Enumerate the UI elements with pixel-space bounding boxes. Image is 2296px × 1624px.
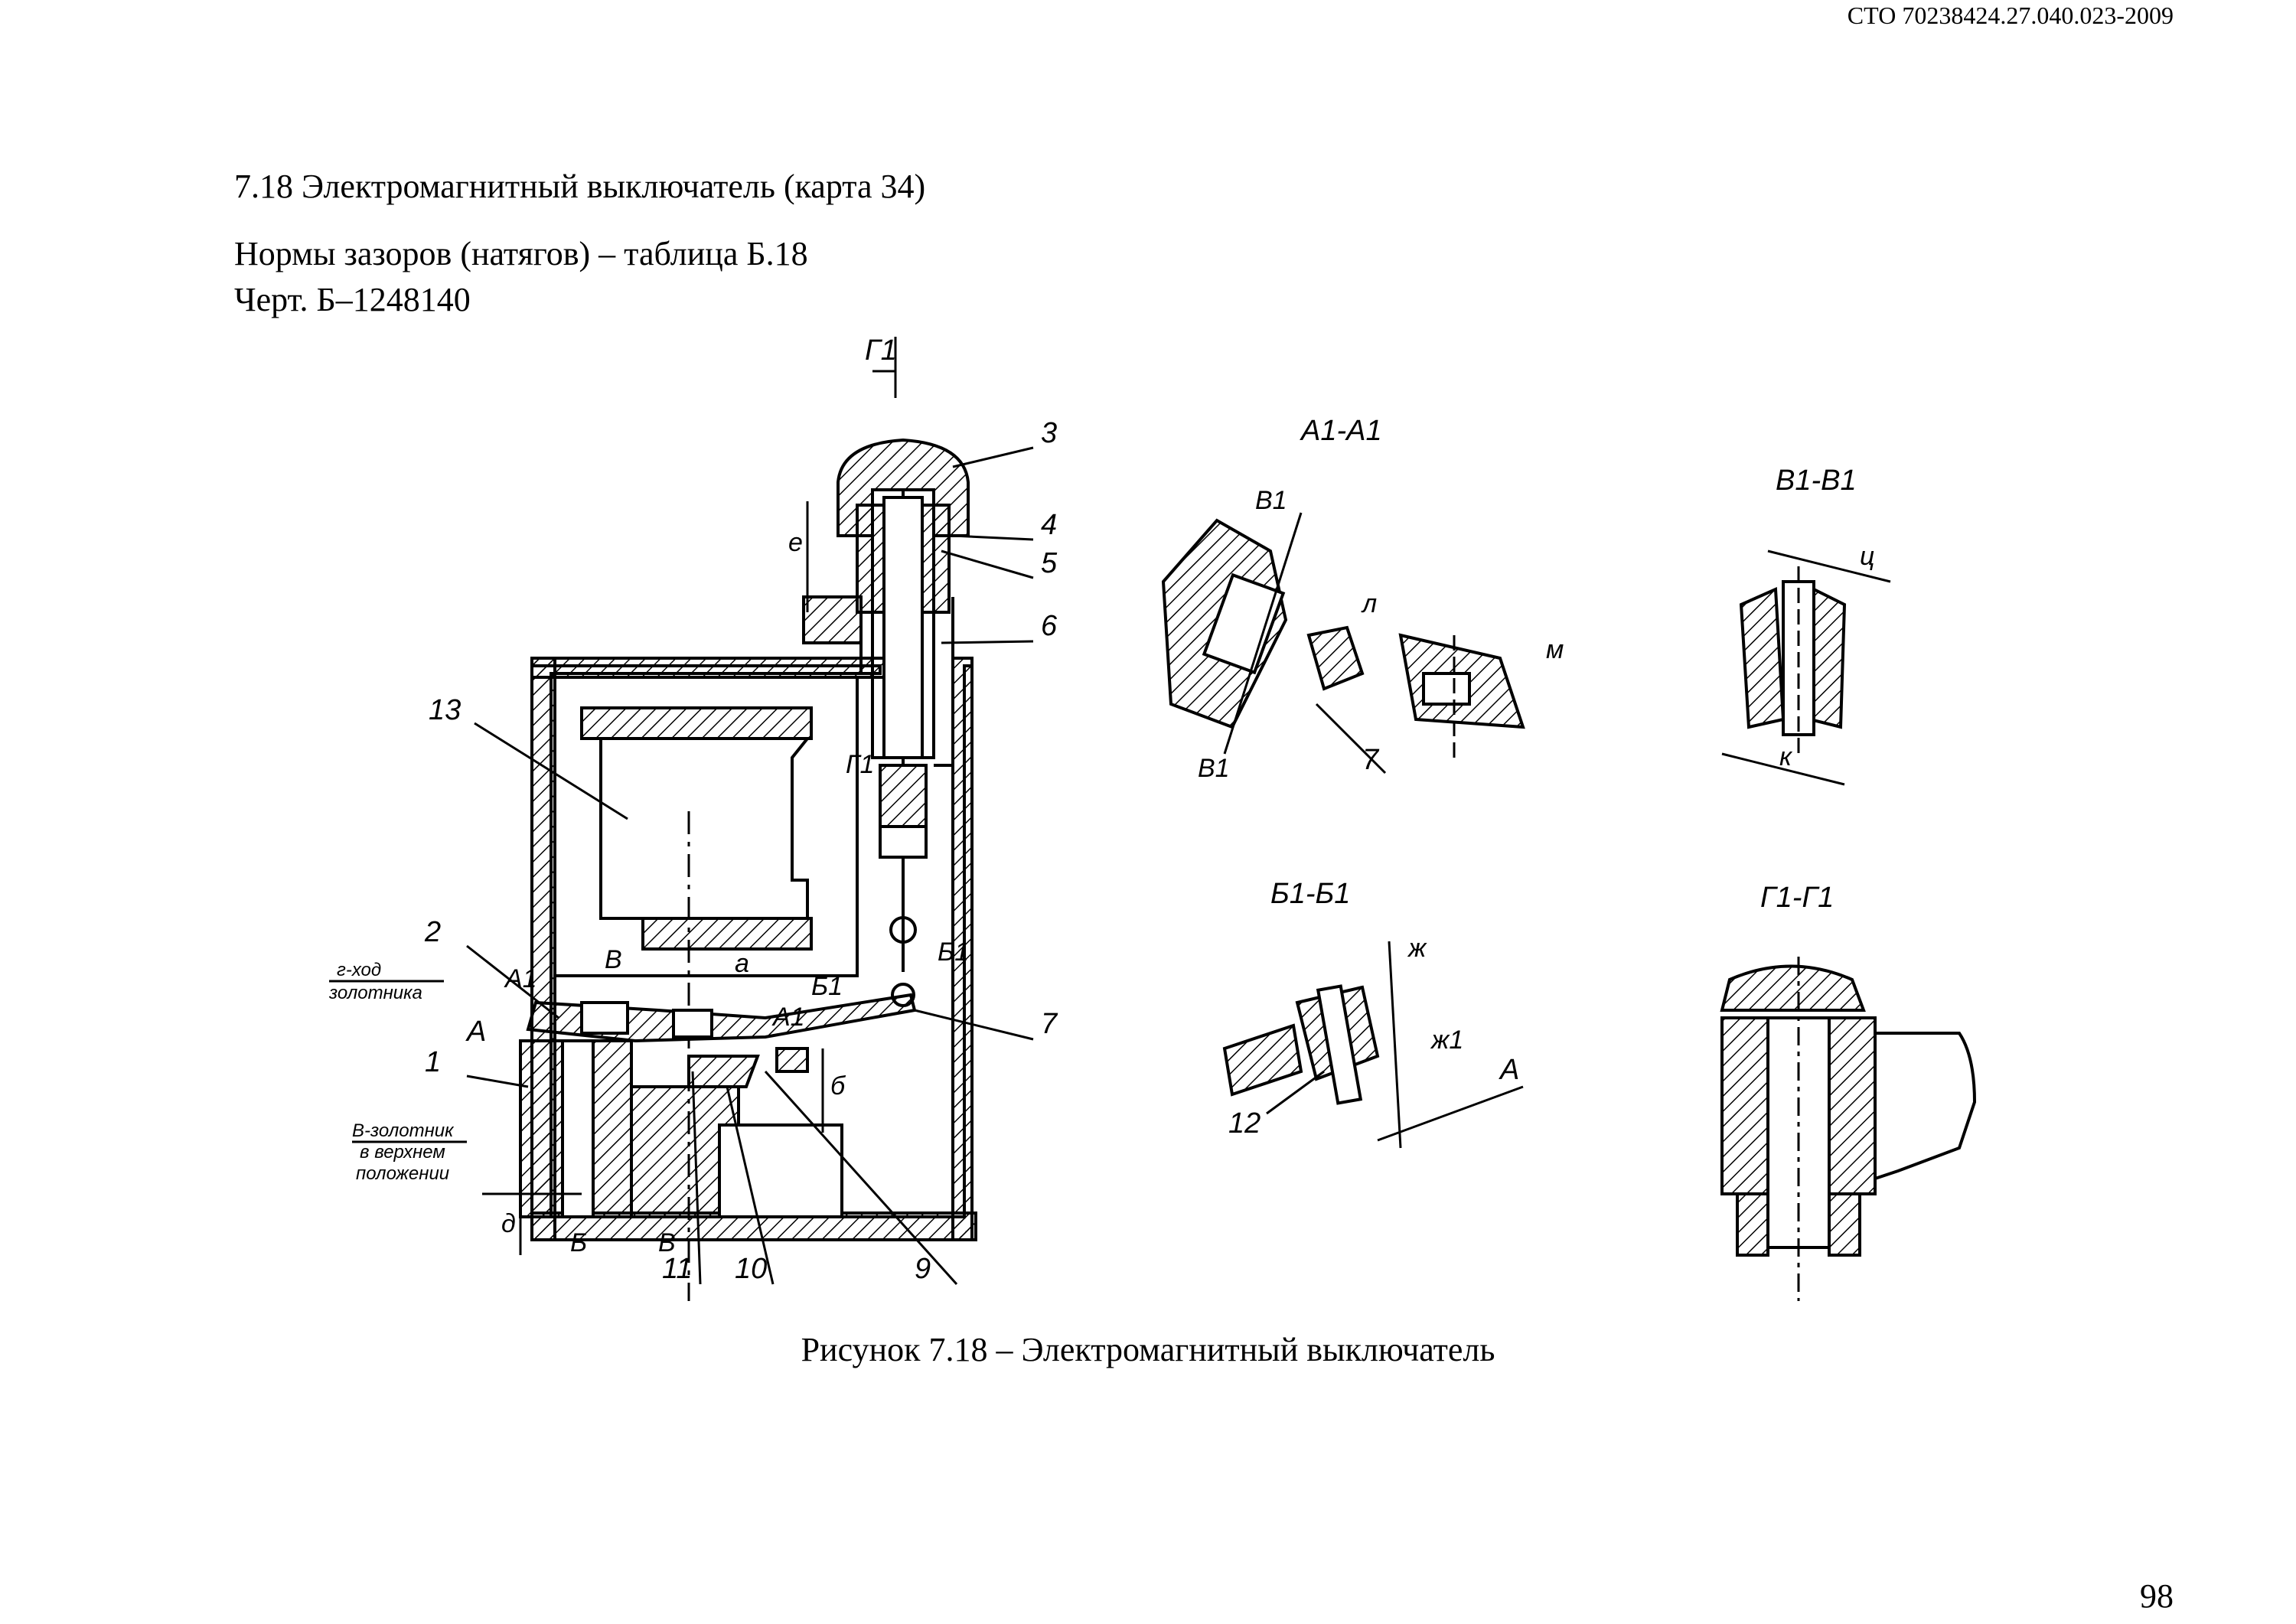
page-number: 98 [2140, 1577, 2174, 1615]
document-code: СТО 70238424.27.040.023-2009 [1847, 2, 2174, 29]
dimension-l: л [1361, 589, 1377, 618]
section-v1-v1: В1-В1 ц к [1721, 465, 1891, 786]
cut-mark-a: А [465, 1016, 486, 1048]
section-g1-g1-title: Г1-Г1 [1760, 882, 1834, 914]
cut-mark-a-b1: А [1499, 1054, 1519, 1086]
dimension-zh: ж [1407, 934, 1427, 963]
dimension-e: е [788, 528, 803, 557]
part-number-4: 4 [1041, 509, 1057, 541]
norms-reference: Нормы зазоров (натягов) – таблица Б.18 [234, 235, 808, 272]
cut-mark-a1-right: А1 [771, 1003, 805, 1032]
part-number-5: 5 [1041, 547, 1058, 579]
section-a1-a1-title: А1-А1 [1300, 415, 1382, 447]
part-number-13: 13 [429, 694, 461, 726]
part-number-7: 7 [1041, 1008, 1058, 1040]
note-g-hod-line2: золотника [328, 983, 422, 1003]
section-v1-v1-title: В1-В1 [1776, 465, 1857, 497]
cut-mark-b-bottom: Б [570, 1228, 587, 1257]
cut-mark-b1: Б1 [811, 972, 843, 1001]
section-title: 7.18 Электромагнитный выключатель (карта… [234, 168, 926, 205]
section-b1-b1-title: Б1-Б1 [1270, 878, 1350, 910]
part-number-12: 12 [1228, 1107, 1261, 1140]
main-view-labels: Г1 3 4 5 6 7 13 2 1 9 10 11 Г1 А1 А1 А В… [328, 334, 1058, 1285]
dimension-a: а [735, 949, 749, 978]
dimension-ts: ц [1860, 542, 1874, 571]
section-a1-a1: А1-А1 В1 В1 л м 7 [1161, 415, 1564, 783]
note-v-zolotnik-line1: В-золотник [352, 1120, 455, 1141]
drawing-number: Черт. Б–1248140 [234, 281, 471, 318]
cut-mark-b1-right: Б1 [938, 938, 969, 967]
cut-mark-v: В [605, 945, 622, 974]
part-number-6: 6 [1041, 610, 1058, 642]
main-assembly-view [519, 438, 977, 1301]
section-g1-g1: Г1-Г1 [1720, 882, 1977, 1301]
dimension-zh1: ж1 [1430, 1026, 1463, 1055]
note-g-hod-line1: г-ход [337, 960, 381, 980]
part-number-11: 11 [662, 1253, 692, 1285]
part-number-9: 9 [915, 1253, 931, 1285]
part-number-2: 2 [424, 916, 441, 948]
part-number-10: 10 [735, 1253, 767, 1285]
dimension-b: б [830, 1071, 846, 1101]
leader-lines [329, 337, 1034, 1286]
cut-mark-g1-mid: Г1 [846, 750, 874, 779]
note-v-zolotnik-line2: в верхнем [360, 1142, 445, 1163]
part-number-1: 1 [425, 1046, 441, 1078]
cut-mark-g1-top: Г1 [865, 334, 897, 367]
figure-caption: Рисунок 7.18 – Электромагнитный выключат… [801, 1331, 1495, 1368]
part-number-3: 3 [1041, 417, 1057, 449]
dimension-k: к [1779, 742, 1793, 771]
dimension-m: м [1546, 635, 1564, 664]
cut-mark-v1-bottom: В1 [1198, 754, 1230, 783]
cut-mark-v-bottom: В [658, 1228, 676, 1257]
section-b1-b1: Б1-Б1 ж ж1 А 12 [1222, 878, 1524, 1149]
note-v-zolotnik-line3: положении [356, 1163, 449, 1184]
cut-mark-v1-top: В1 [1255, 486, 1287, 515]
dimension-d: д [501, 1209, 516, 1238]
